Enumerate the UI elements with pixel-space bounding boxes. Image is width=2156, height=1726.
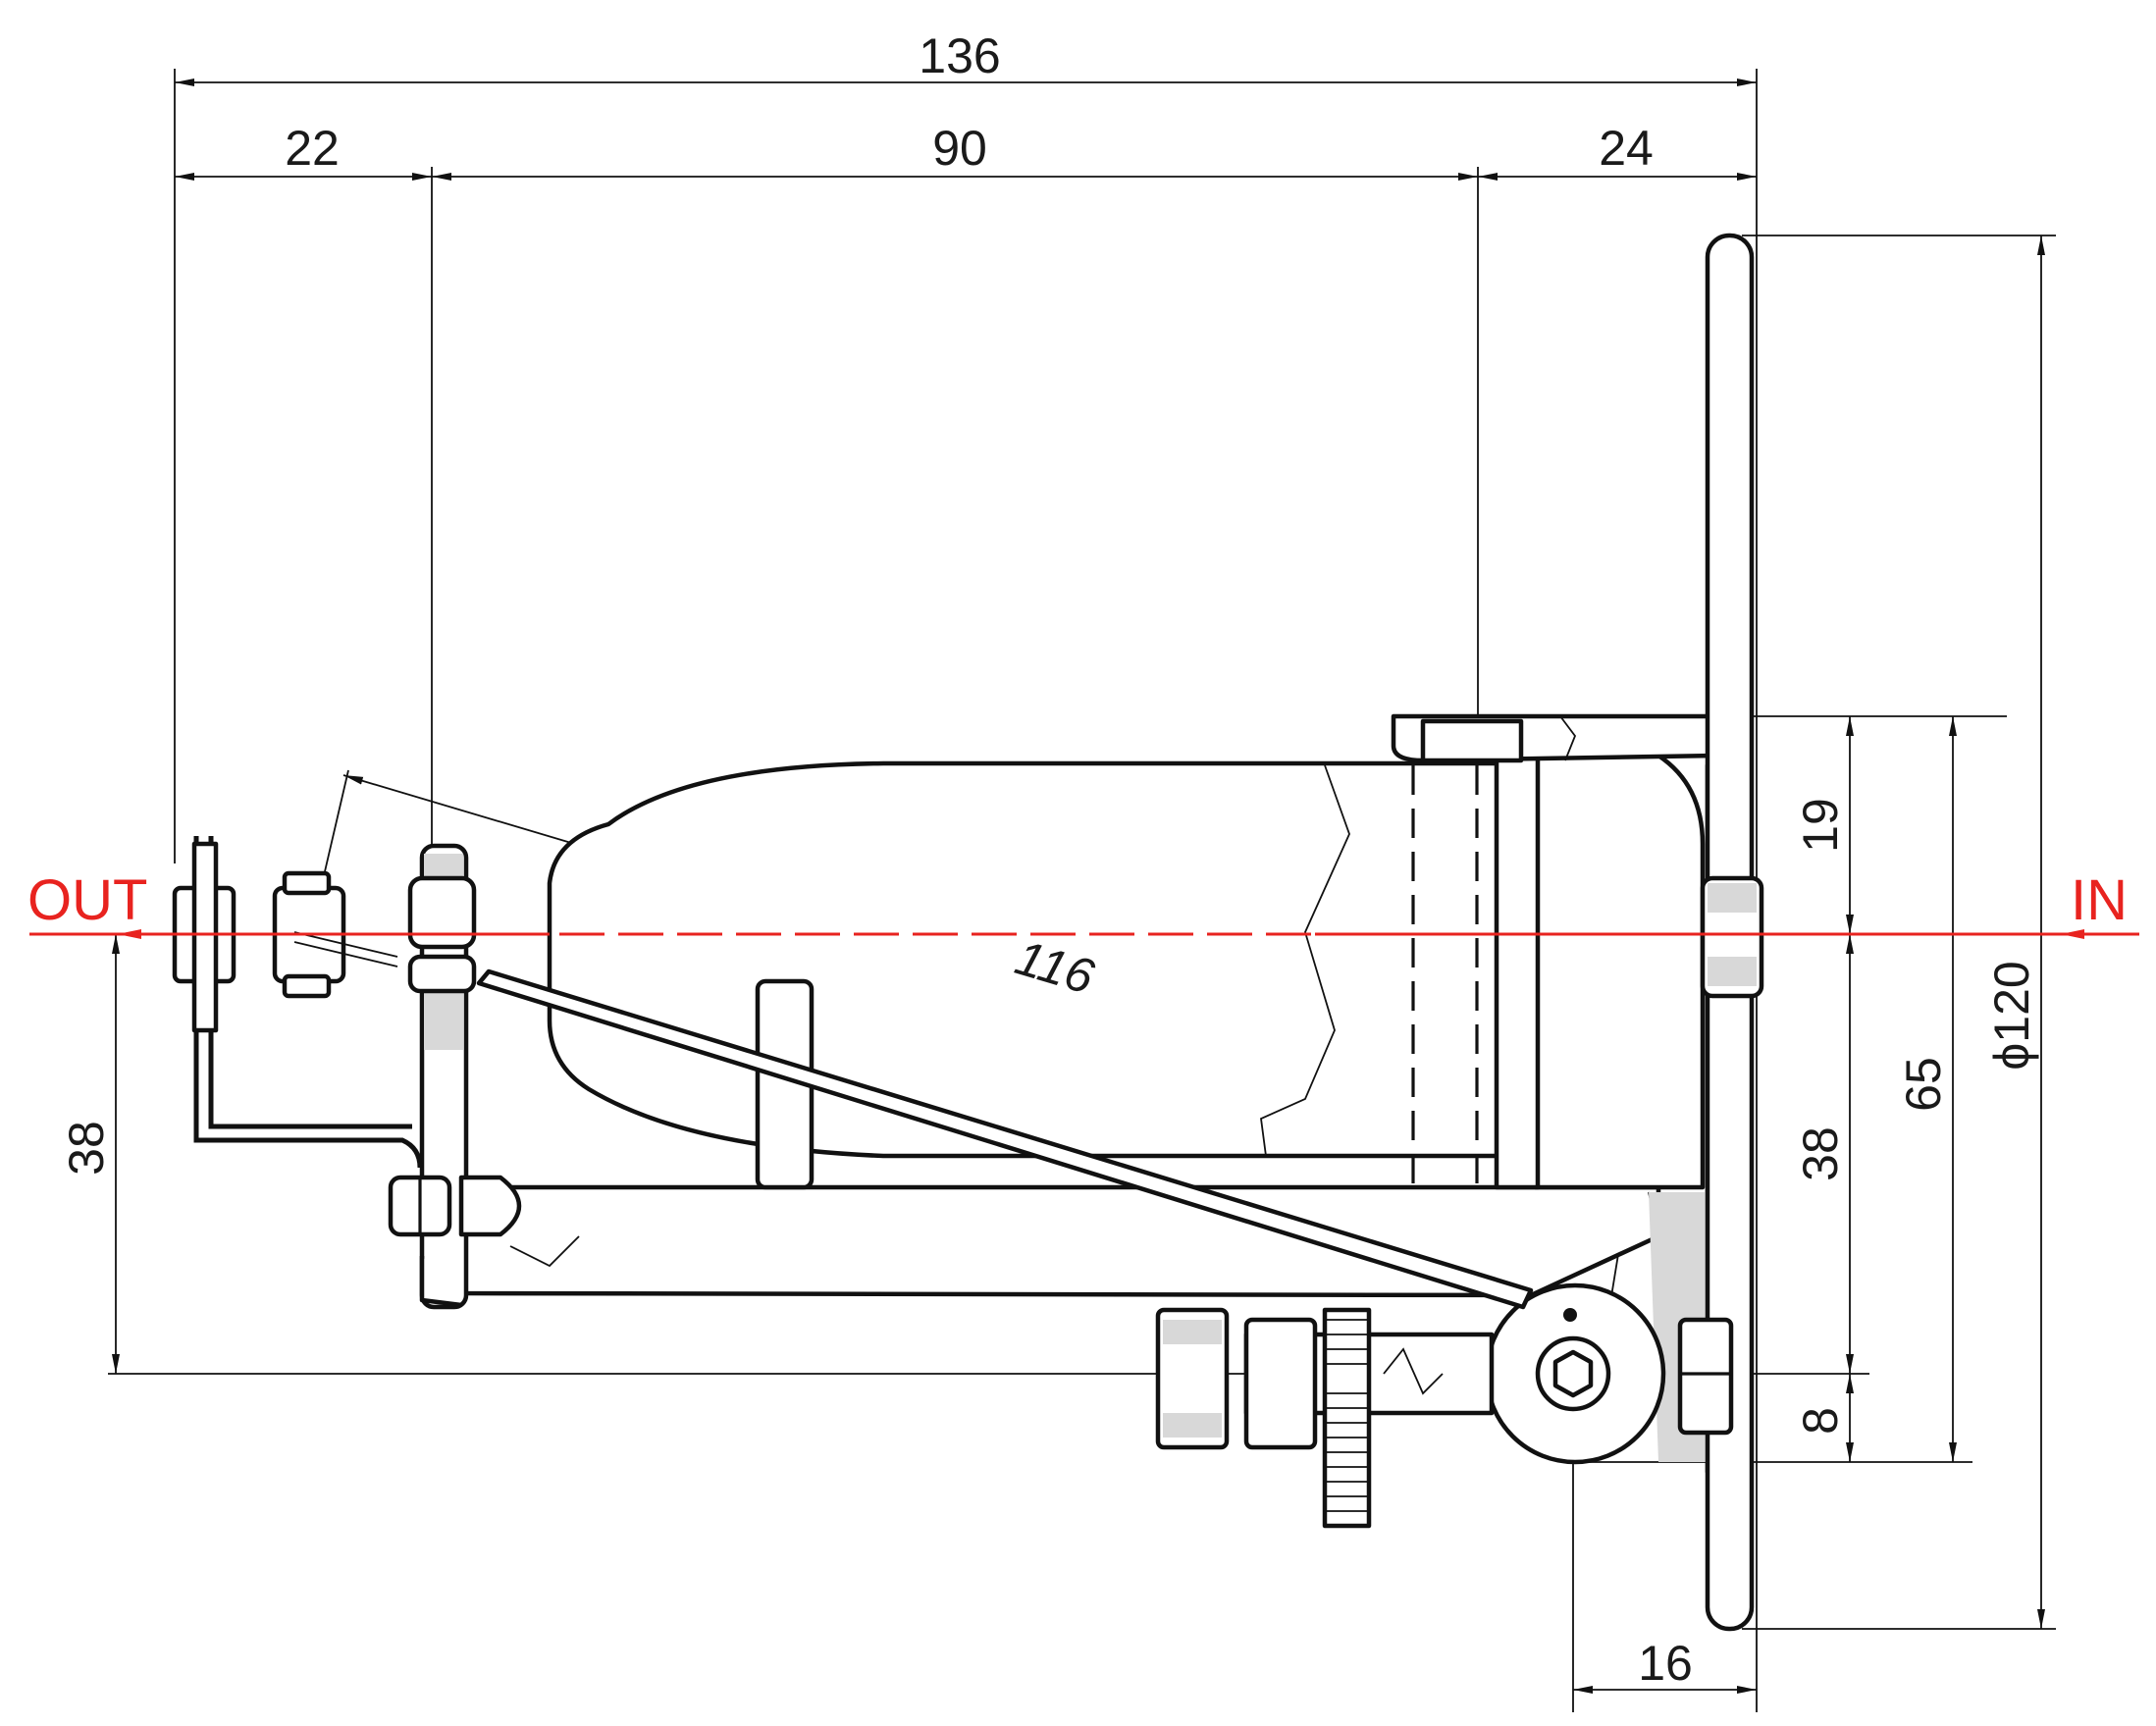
out-label: OUT [27, 868, 147, 932]
mechanism [172, 233, 1764, 1632]
dim-16-label: 16 [1638, 1636, 1693, 1691]
dim-120-label: ϕ120 [1984, 961, 2039, 1070]
screw-collar [1243, 1317, 1318, 1450]
dim-8-label: 8 [1793, 1407, 1848, 1435]
acorn-nut [458, 1175, 522, 1237]
dim-22-label: 22 [285, 121, 340, 176]
dim-65-label: 65 [1896, 1057, 1951, 1112]
knurled-knob [1322, 1307, 1372, 1529]
dim-136-label: 136 [919, 28, 1000, 83]
in-label: IN [2071, 868, 2128, 932]
out-bracket [193, 836, 423, 1169]
dim-38-right-label: 38 [1793, 1126, 1848, 1181]
dim-38-left-label: 38 [59, 1121, 114, 1176]
dim-24-label: 24 [1599, 121, 1654, 176]
pivot-nut [1677, 1317, 1734, 1436]
connecting-rod [476, 968, 1534, 1310]
dim-90-label: 90 [932, 121, 987, 176]
right-block [1533, 753, 1706, 1190]
dim-19-label: 19 [1793, 798, 1848, 853]
